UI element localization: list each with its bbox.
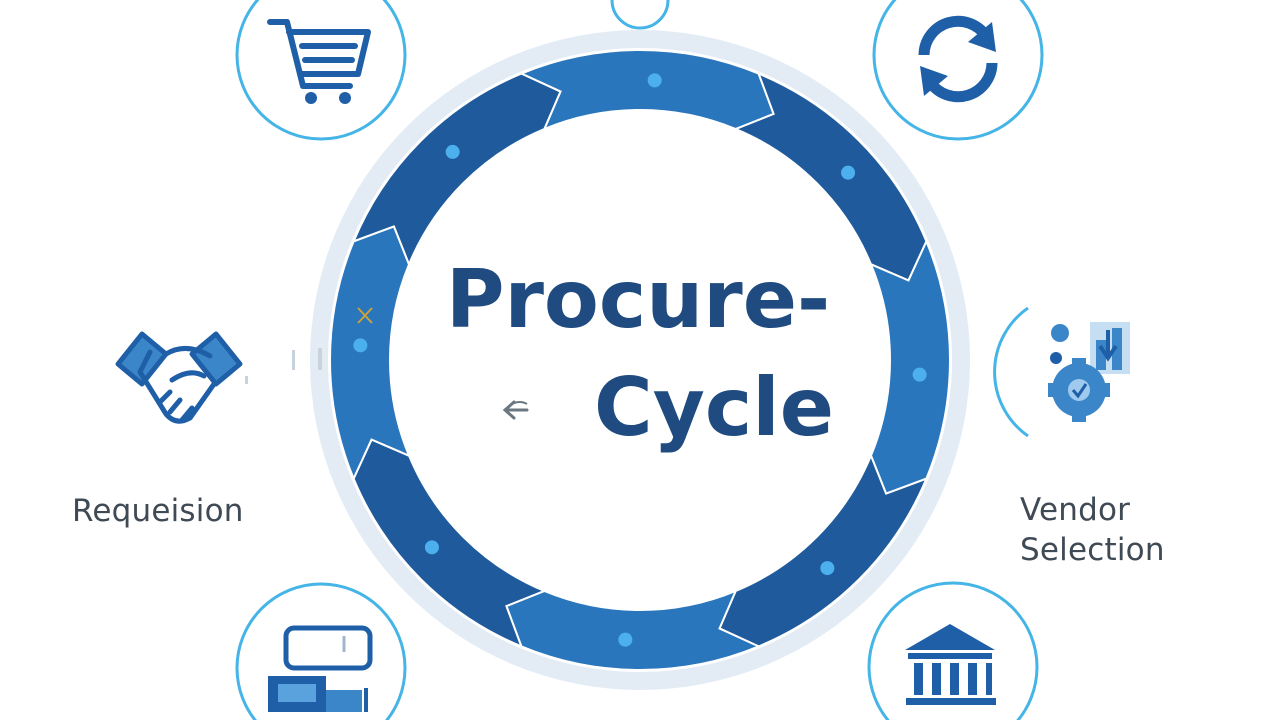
requisition-label: Requeision [72, 493, 244, 529]
refresh-circle [872, 0, 1044, 141]
bank-building-icon [905, 624, 996, 705]
shopping-cart-icon [267, 19, 371, 89]
stage-vendor [993, 306, 1130, 438]
vendor-selection-label: Vendor Selection [1020, 490, 1165, 570]
ring-dot [912, 367, 927, 382]
requisition-dotted-arc [245, 348, 322, 384]
ring-segment [351, 72, 562, 267]
cycle-ring [329, 49, 951, 671]
title-line-1: Procure- [446, 253, 830, 346]
stage-bank [867, 581, 1039, 720]
stage-refresh [872, 0, 1044, 141]
vendor-label-line-1: Vendor [1020, 492, 1131, 528]
back-arrow-icon [502, 400, 529, 420]
delivery-truck-icon [268, 625, 373, 712]
stage-top-partial [610, 0, 670, 30]
ring-dot [841, 165, 856, 180]
stage-delivery [235, 582, 407, 720]
ring-dot [618, 632, 633, 647]
vendor-label-line-2: Selection [1020, 532, 1165, 568]
cart-circle [235, 0, 407, 141]
ring-dot [820, 561, 835, 576]
close-mark-icon [357, 307, 373, 324]
stage-cart [235, 0, 407, 141]
settings-gear-icon [1048, 322, 1130, 422]
ring-dot [353, 338, 368, 353]
stage-requisition [115, 331, 322, 424]
ring-dot [445, 144, 460, 159]
title-line-2: Cycle [594, 361, 834, 454]
vendor-circle-arc [993, 306, 1029, 438]
ring-dot [424, 540, 439, 555]
ring-dot [647, 73, 662, 88]
bank-circle [867, 581, 1039, 720]
refresh-icon [918, 15, 998, 103]
handshake-icon [115, 331, 243, 424]
inner-disc [391, 111, 889, 609]
